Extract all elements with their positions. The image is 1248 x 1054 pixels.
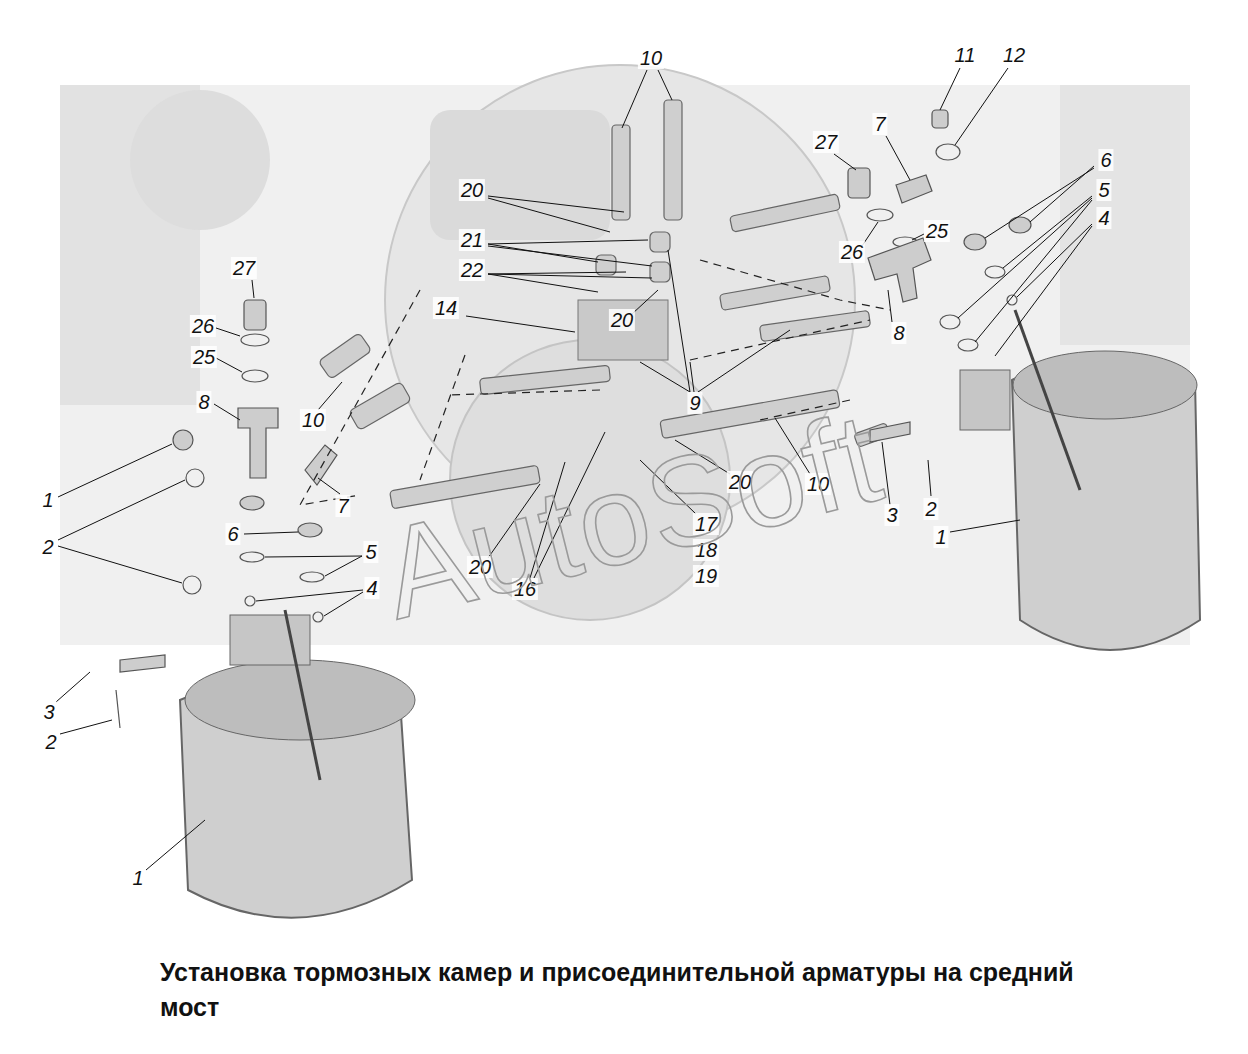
callout-number: 4 (364, 577, 379, 599)
callout-number: 2 (43, 731, 58, 753)
callout-number: 9 (687, 392, 702, 414)
callout-number: 2 (40, 536, 55, 558)
hub (130, 90, 270, 230)
callout-number: 6 (225, 523, 240, 545)
fittings (116, 300, 337, 728)
callout-number: 26 (839, 241, 865, 263)
tee-manifold (578, 300, 668, 360)
callout-number: 10 (638, 47, 664, 69)
callout-number: 21 (459, 229, 485, 251)
callout-number: 1 (933, 526, 948, 548)
callout-number: 25 (191, 346, 217, 368)
fittings (848, 110, 1031, 442)
callout-number: 12 (1001, 44, 1027, 66)
callout-number: 1 (40, 489, 55, 511)
differential-cover (430, 110, 610, 240)
callout-number: 6 (1098, 149, 1113, 171)
callout-number: 5 (363, 541, 378, 563)
diagram-title: Установка тормозных камер и присоедините… (160, 955, 1120, 1025)
callout-number: 5 (1096, 179, 1111, 201)
callout-number: 20 (459, 179, 485, 201)
callout-number: 8 (891, 322, 906, 344)
callout-number: 4 (1096, 207, 1111, 229)
callout-number: 26 (190, 315, 216, 337)
callout-number: 7 (335, 495, 350, 517)
callout-number: 7 (872, 113, 887, 135)
callout-number: 10 (300, 409, 326, 431)
leader-line (56, 68, 1094, 870)
callout-number: 11 (953, 44, 978, 66)
brake-chamber (960, 310, 1200, 650)
callout-number: 20 (609, 309, 635, 331)
callout-number: 27 (231, 257, 257, 279)
callout-number: 8 (196, 391, 211, 413)
callout-number: 3 (41, 701, 56, 723)
callout-number: 2 (923, 498, 938, 520)
callout-number: 14 (433, 297, 459, 319)
callout-number: 22 (459, 259, 485, 281)
callout-number: 1 (130, 867, 145, 889)
callout-number: 25 (924, 220, 950, 242)
callout-number: 27 (813, 131, 839, 153)
brake-chamber (180, 610, 415, 918)
